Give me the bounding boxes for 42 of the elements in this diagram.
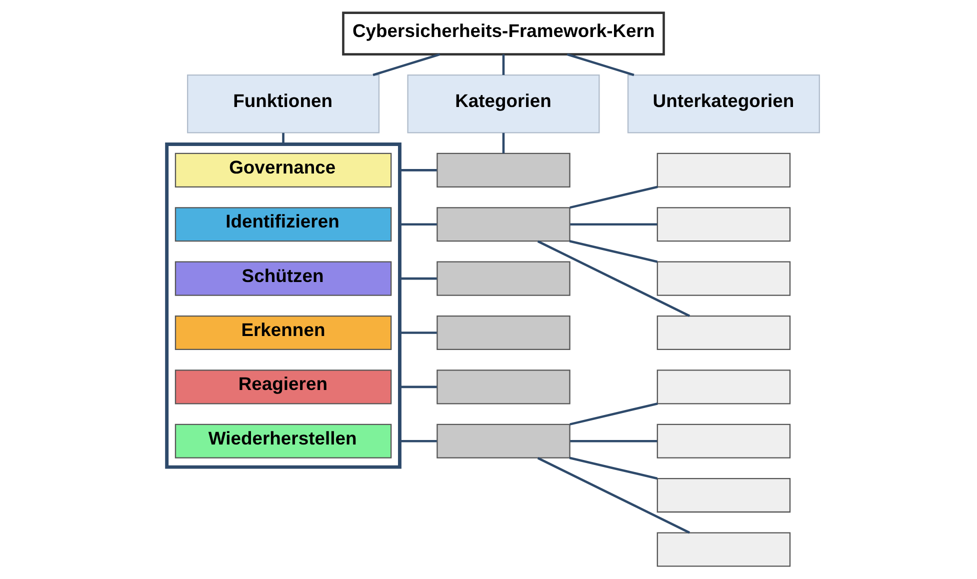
node-box [436, 261, 570, 296]
connector [400, 223, 437, 226]
node-box [656, 207, 791, 242]
node-box [656, 370, 791, 404]
connector [502, 132, 505, 154]
node-box [436, 207, 570, 242]
node-box: Reagieren [174, 370, 392, 404]
connector [537, 240, 690, 317]
connector [570, 440, 658, 442]
connector [570, 223, 658, 226]
connector [570, 186, 658, 209]
connector [400, 277, 437, 280]
node-box: Kategorien [407, 74, 600, 134]
connector [400, 169, 437, 172]
node-box: Identifizieren [174, 207, 392, 242]
node-box: Funktionen [187, 74, 380, 134]
connector [502, 54, 505, 75]
node-box [656, 152, 791, 188]
connector [400, 386, 437, 388]
cluster [165, 142, 402, 469]
node-box [436, 424, 570, 458]
node-box [656, 315, 791, 350]
node-box [656, 478, 791, 513]
node-box: Schützen [174, 261, 392, 296]
connector [400, 332, 437, 334]
node-box: Erkennen [174, 315, 392, 350]
node-box [656, 261, 791, 296]
node-box: Wiederherstellen [174, 424, 392, 458]
connector [400, 440, 437, 442]
node-box [436, 370, 570, 404]
connector [569, 456, 658, 480]
node-box: Governance [174, 152, 392, 188]
connector [282, 132, 284, 144]
connector [537, 457, 690, 534]
node-box: Unterkategorien [627, 74, 820, 134]
node-box [436, 315, 570, 350]
node-box [656, 424, 791, 458]
node-box [656, 532, 791, 567]
connector [570, 402, 658, 426]
connector [569, 240, 658, 263]
node-box [436, 152, 570, 188]
node-box: Cybersicherheits-Framework-Kern [342, 12, 665, 56]
